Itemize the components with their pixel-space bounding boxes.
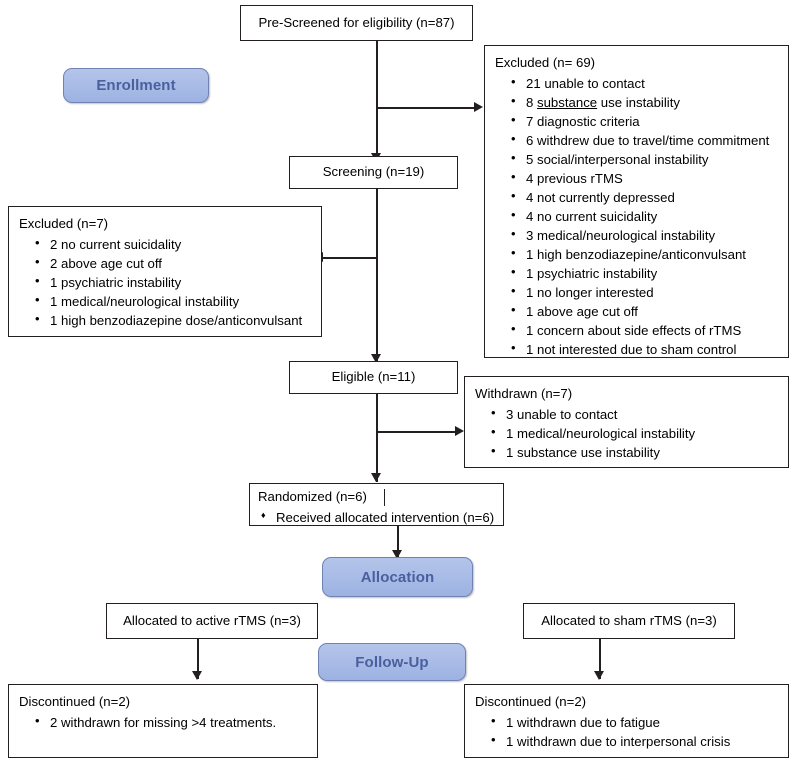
node-excluded-screening-list: 2 no current suicidality2 above age cut … bbox=[19, 234, 315, 330]
list-item: 4 previous rTMS bbox=[510, 168, 782, 188]
node-excluded-prescreen-list: 21 unable to contact8 substance use inst… bbox=[495, 73, 782, 359]
node-withdrawn: Withdrawn (n=7) 3 unable to contact1 med… bbox=[464, 376, 789, 468]
list-item: 1 no longer interested bbox=[510, 282, 782, 302]
connector-eligible-to-withdrawn bbox=[376, 431, 457, 433]
arrowhead-to-discontinued-active bbox=[192, 671, 202, 680]
node-randomized-list: Received allocated intervention (n=6) bbox=[258, 508, 497, 527]
list-item: 2 withdrawn for missing >4 treatments. bbox=[34, 712, 311, 732]
list-item: 1 high benzodiazepine/anticonvulsant bbox=[510, 244, 782, 264]
node-withdrawn-list: 3 unable to contact1 medical/neurologica… bbox=[475, 404, 782, 462]
node-withdrawn-title: Withdrawn (n=7) bbox=[475, 386, 573, 401]
text-caret bbox=[384, 489, 386, 506]
list-item: 5 social/interpersonal instability bbox=[510, 149, 782, 169]
connector-eligible-trunk bbox=[376, 393, 378, 482]
connector-screening-to-excluded bbox=[322, 257, 377, 259]
arrowhead-to-excluded-prescreen bbox=[474, 102, 483, 112]
node-allocated-active-title: Allocated to active rTMS (n=3) bbox=[123, 612, 301, 628]
node-randomized-title: Randomized (n=6) bbox=[258, 489, 367, 504]
node-discontinued-active: Discontinued (n=2) 2 withdrawn for missi… bbox=[8, 684, 318, 758]
node-allocated-active: Allocated to active rTMS (n=3) bbox=[106, 603, 318, 639]
connector-sham-to-discontinued bbox=[599, 639, 601, 679]
list-item: 2 above age cut off bbox=[34, 253, 315, 273]
node-screening-title: Screening (n=19) bbox=[322, 164, 425, 180]
list-item: 3 medical/neurological instability bbox=[510, 225, 782, 245]
phase-label-enrollment: Enrollment bbox=[63, 68, 209, 103]
arrowhead-to-allocation bbox=[392, 550, 402, 559]
list-item: 1 medical/neurological instability bbox=[34, 291, 315, 311]
node-allocated-sham-title: Allocated to sham rTMS (n=3) bbox=[541, 612, 717, 628]
connector-prescreened-trunk bbox=[376, 40, 378, 163]
node-pre-screened: Pre-Screened for eligibility (n=87) bbox=[240, 5, 473, 41]
node-pre-screened-title: Pre-Screened for eligibility (n=87) bbox=[258, 14, 455, 30]
list-item: 1 not interested due to sham control bbox=[510, 339, 782, 359]
node-discontinued-active-title: Discontinued (n=2) bbox=[19, 694, 131, 709]
list-item: Received allocated intervention (n=6) bbox=[260, 508, 497, 527]
list-item: 4 no current suicidality bbox=[510, 206, 782, 226]
list-item: 1 above age cut off bbox=[510, 301, 782, 321]
connector-randomized-to-allocation bbox=[397, 525, 399, 558]
node-excluded-prescreen: Excluded (n= 69) 21 unable to contact8 s… bbox=[484, 45, 789, 358]
phase-label-allocation: Allocation bbox=[322, 557, 473, 597]
list-item: 1 medical/neurological instability bbox=[490, 423, 782, 443]
node-discontinued-sham-title: Discontinued (n=2) bbox=[475, 694, 587, 709]
underlined-word: substance bbox=[537, 94, 598, 110]
list-item: 1 substance use instability bbox=[490, 442, 782, 462]
node-screening: Screening (n=19) bbox=[289, 156, 458, 189]
phase-label-enrollment-text: Enrollment bbox=[96, 77, 176, 94]
list-item: 1 withdrawn due to fatigue bbox=[490, 712, 782, 732]
node-discontinued-active-list: 2 withdrawn for missing >4 treatments. bbox=[19, 712, 311, 732]
node-allocated-sham: Allocated to sham rTMS (n=3) bbox=[523, 603, 735, 639]
node-discontinued-sham-list: 1 withdrawn due to fatigue1 withdrawn du… bbox=[475, 712, 782, 751]
node-discontinued-sham: Discontinued (n=2) 1 withdrawn due to fa… bbox=[464, 684, 789, 758]
list-item: 7 diagnostic criteria bbox=[510, 111, 782, 131]
connector-prescreened-to-excluded bbox=[376, 107, 476, 109]
node-eligible-title: Eligible (n=11) bbox=[331, 369, 416, 385]
arrowhead-to-randomized bbox=[371, 473, 381, 482]
list-item: 1 psychiatric instability bbox=[34, 272, 315, 292]
node-excluded-screening: Excluded (n=7) 2 no current suicidality2… bbox=[8, 206, 322, 337]
connector-screening-trunk bbox=[376, 188, 378, 363]
node-eligible: Eligible (n=11) bbox=[289, 361, 458, 394]
phase-label-followup: Follow-Up bbox=[318, 643, 466, 681]
phase-label-followup-text: Follow-Up bbox=[355, 653, 429, 671]
node-excluded-prescreen-title: Excluded (n= 69) bbox=[495, 55, 596, 70]
node-excluded-screening-title: Excluded (n=7) bbox=[19, 216, 109, 231]
list-item: 21 unable to contact bbox=[510, 73, 782, 93]
phase-label-allocation-text: Allocation bbox=[360, 568, 435, 586]
list-item: 8 substance use instability bbox=[510, 92, 782, 112]
list-item: 2 no current suicidality bbox=[34, 234, 315, 254]
list-item: 3 unable to contact bbox=[490, 404, 782, 424]
list-item: 1 psychiatric instability bbox=[510, 263, 782, 283]
list-item: 1 withdrawn due to interpersonal crisis bbox=[490, 731, 782, 751]
arrowhead-to-discontinued-sham bbox=[594, 671, 604, 680]
connector-active-to-discontinued bbox=[197, 639, 199, 679]
list-item: 1 high benzodiazepine dose/anticonvulsan… bbox=[34, 310, 315, 330]
arrowhead-to-withdrawn bbox=[455, 426, 464, 436]
list-item: 4 not currently depressed bbox=[510, 187, 782, 207]
list-item: 6 withdrew due to travel/time commitment bbox=[510, 130, 782, 150]
node-randomized: Randomized (n=6) Received allocated inte… bbox=[249, 483, 504, 526]
arrowhead-to-eligible bbox=[371, 354, 381, 363]
list-item: 1 concern about side effects of rTMS bbox=[510, 320, 782, 340]
